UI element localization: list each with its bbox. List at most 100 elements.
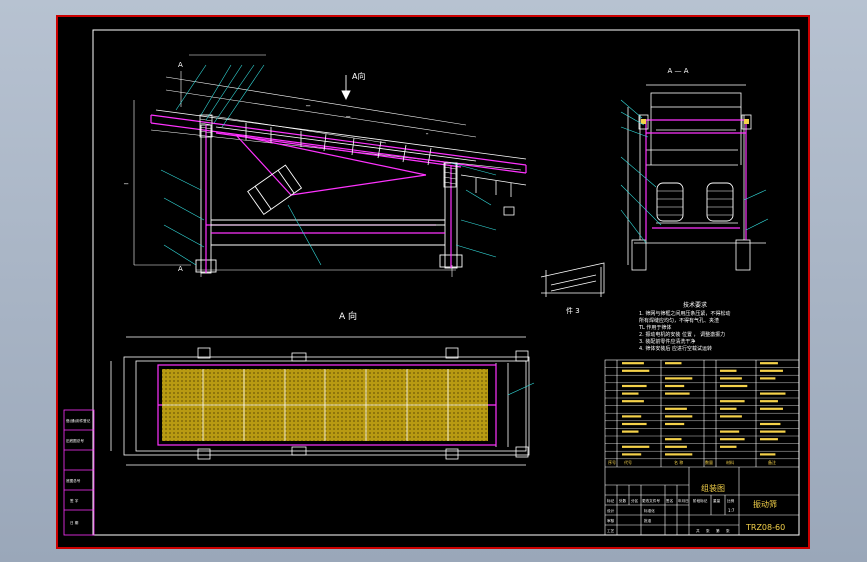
tb-change-doc: 更改文件号 [642, 498, 660, 503]
parts-list-entry [760, 407, 783, 410]
stamp-date: 日 期 [70, 520, 79, 525]
parts-list-entry [720, 369, 737, 372]
detail-label: 件 3 [566, 306, 580, 315]
tech-line-1: 1. 筛网与筛框之间用压条压紧，不得松动 [639, 310, 730, 317]
stamp-borrowed: 借(通)用件登记 [66, 418, 91, 423]
parts-list-entry [760, 400, 778, 403]
tech-line-4: 2. 振动电机的安装 位置 ， 调整激振力 [639, 331, 725, 338]
parts-list-entry [665, 445, 687, 448]
stamp-old-base: 旧底图总号 [66, 438, 84, 443]
parts-list-entry [622, 392, 639, 395]
parts-list-entry [665, 415, 693, 418]
technical-requirements: 技术要求 1. 筛网与筛框之间用压条压紧，不得松动 所有焊缝应均匀，不得有气孔、… [638, 301, 730, 352]
tb-process: 工艺 [607, 528, 615, 533]
parts-list-entry [720, 384, 748, 388]
parts-list-entry [720, 438, 745, 441]
tb-scale: 比例 [727, 498, 735, 503]
tb-zone: 分区 [631, 498, 639, 503]
tech-line-5: 3. 装配前零件应清洗干净 [639, 338, 695, 345]
tech-line-6: 4. 筛体安装后 应进行空载试运转 [639, 345, 712, 352]
tb-mark: 标记 [607, 498, 615, 503]
tb-sheet-unit-2: 张 [726, 528, 730, 533]
detail-view [540, 262, 605, 297]
parts-list-entry [760, 438, 778, 441]
parts-list-entry [720, 377, 742, 380]
parts-list-entry [760, 362, 778, 365]
parts-list-entry [622, 415, 642, 418]
parts-list-entry [760, 392, 786, 395]
parts-header-material: 材料 [726, 459, 734, 465]
parts-list-entry [760, 453, 776, 456]
parts-list-entry [720, 400, 745, 403]
side-stamp-column: 借(通)用件登记 旧底图总号 底图总号 签 字 日 期 [63, 409, 95, 536]
parts-header-name: 名 称 [674, 459, 683, 465]
tech-title: 技术要求 [683, 301, 707, 309]
side-view: A向 A A ━━━ ━━━━ [123, 54, 527, 277]
tb-stage: 阶段标记 [693, 498, 708, 503]
stamp-base: 底图总号 [66, 478, 81, 483]
svg-text:━━: ━━ [345, 115, 351, 119]
tb-date: 年月日 [678, 498, 689, 503]
section-marker-bottom: A [178, 265, 183, 273]
tb-sheet-total: 共 [696, 528, 700, 533]
tb-sheet-current: 第 [716, 528, 720, 533]
section-marker-top: A [178, 61, 183, 69]
parts-list-entry [760, 369, 783, 372]
model-code: TRZ08-60 [745, 523, 785, 532]
parts-list-entry [720, 415, 742, 418]
tb-design: 设计 [607, 508, 615, 513]
tb-sheet-unit: 张 [706, 528, 710, 533]
parts-list-entry [665, 422, 685, 426]
tb-review: 审核 [607, 518, 615, 523]
parts-list-entry [665, 453, 693, 456]
parts-list-entry [760, 430, 786, 433]
tb-count: 处数 [619, 498, 627, 503]
part-name: 振动筛 [753, 499, 777, 509]
parts-list: 序号 代号 名 称 数量 材料 备注 [604, 359, 800, 536]
parts-header-code: 代号 [624, 459, 632, 465]
svg-text:━━: ━━ [305, 104, 311, 108]
direction-arrow-label: A向 [352, 71, 365, 81]
stamp-sign: 签 字 [70, 498, 79, 503]
parts-list-entry [665, 407, 687, 410]
parts-list-entry [622, 445, 650, 448]
parts-list-entry [720, 407, 737, 410]
tb-sign: 签名 [666, 498, 674, 503]
parts-list-entry [760, 422, 781, 426]
drawing-frame [92, 29, 800, 536]
title-block: 标记 处数 分区 更改文件号 签名 年月日 设计 审核 工艺 标准化 批准 阶段… [605, 467, 799, 535]
parts-list-entry [622, 453, 642, 456]
engineering-drawing: A向 A A ━━━ ━━━━ A — A [56, 15, 810, 549]
parts-list-entry [622, 422, 647, 426]
assembly-name: 组装图 [701, 483, 725, 493]
parts-list-entry [665, 392, 690, 395]
parts-header-no: 序号 [608, 459, 616, 465]
tb-approve: 批准 [644, 518, 652, 523]
parts-list-entry [622, 430, 639, 433]
svg-text:━: ━ [425, 132, 429, 136]
parts-list-entry [720, 430, 740, 433]
section-title: A — A [667, 67, 688, 75]
parts-list-entry [720, 445, 737, 448]
parts-list-entry [665, 362, 682, 365]
tech-line-2: 所有焊缝应均匀，不得有气孔、夹渣 [639, 317, 719, 324]
sheet-outer-border [56, 15, 810, 549]
parts-list-entry [622, 400, 644, 403]
tb-scale-value: 1:7 [728, 508, 735, 513]
parts-list-entry [622, 384, 647, 388]
tb-weight: 重量 [713, 498, 721, 503]
parts-header-qty: 数量 [705, 459, 713, 465]
tech-line-3: TL 作用于筛体 [638, 324, 671, 331]
drawing-sheet: A向 A A ━━━ ━━━━ A — A [56, 15, 810, 549]
parts-list-entry [665, 377, 693, 380]
parts-header-remark: 备注 [768, 459, 776, 465]
parts-list-entry [760, 377, 776, 380]
parts-list-entry [622, 369, 650, 372]
plan-view: A 向 [110, 310, 535, 466]
section-view: A — A [620, 67, 769, 271]
svg-text:━━: ━━ [123, 182, 129, 186]
parts-list-entry [622, 362, 644, 365]
parts-list-entry [665, 438, 682, 441]
parts-list-entry [665, 384, 685, 388]
